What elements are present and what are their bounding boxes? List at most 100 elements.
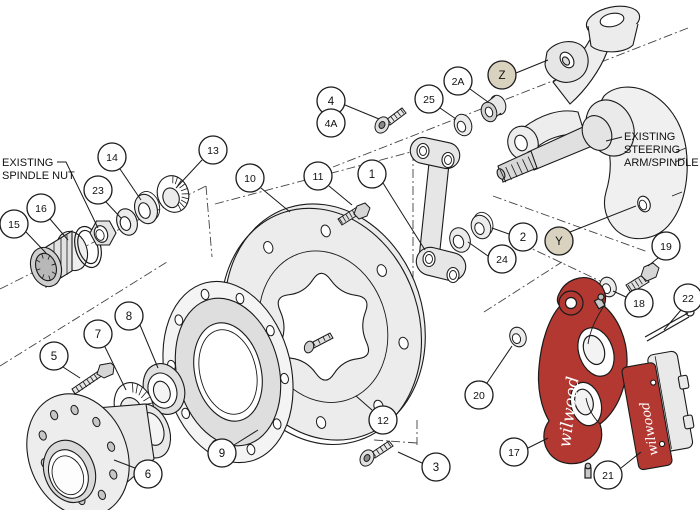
callout-9: 9 [207,429,259,468]
wheel-hub [26,393,172,510]
callout-number-3: 3 [433,462,439,474]
callout-circle-13 [198,135,228,165]
callout-number-18: 18 [633,298,645,310]
callout-leader-11 [328,185,353,206]
callout-circle-14 [97,142,127,172]
callout-leader-7 [104,346,127,391]
callout-circle-8 [114,301,144,331]
callout-5: 5 [39,341,81,379]
callout-Z: Z [487,59,549,90]
callout-16: 16 [26,193,69,241]
callout-leader-9 [233,429,259,446]
dust-cap [29,230,89,288]
callout-number-Y: Y [555,236,563,248]
spindle-nut-label-leader [57,161,99,229]
rotor-flathead-bolt-top [374,107,407,134]
callout-15: 15 [0,209,47,254]
callout-number-15: 15 [8,219,20,231]
callout-7: 7 [83,319,127,391]
callout-number-20: 20 [473,390,485,402]
steering-arm-spindle [496,5,688,240]
callout-leader-3 [397,451,423,464]
callout-circle-6 [133,459,163,489]
callout-2A: 2A [443,66,489,103]
callout-17: 17 [499,437,549,467]
bleed-screw-top [593,293,606,310]
callout-20: 20 [464,345,513,410]
callout-number-11: 11 [313,171,324,183]
register-stud [303,332,334,354]
callout-3: 3 [397,451,451,482]
brake-pads: wilwood [621,350,695,471]
callout-leader-24 [467,241,489,257]
callout-leader-8 [139,324,159,369]
callout-leader-18 [612,290,627,298]
arm-washer-25 [453,113,473,137]
label-existing-steering-line2: STEERING [624,144,680,156]
callout-number-1: 1 [369,169,375,181]
callout-leader-2 [491,227,510,235]
callout-number-2: 2 [520,232,526,244]
callout-circle-10 [235,163,265,193]
callout-leader-1 [382,182,426,251]
callout-22: 22 [663,283,700,331]
callout-25: 25 [414,84,457,120]
callout-leader-17 [527,437,549,449]
callout-leader-25 [439,107,457,120]
callout-circle-Y [544,226,574,256]
callout-circle-25 [414,84,444,114]
callout-number-4: 4 [328,96,335,108]
callout-23: 23 [83,175,122,219]
callout-circle-18 [624,288,654,318]
callout-number-9: 9 [219,448,225,460]
callout-leader-Y [569,205,637,233]
callout-number-5: 5 [51,351,57,363]
callout-24: 24 [467,241,517,274]
callout-leader-4 [344,104,380,120]
brake-caliper: wilwood [537,277,628,479]
callout-circle-9 [207,438,237,468]
callout-number-10: 10 [244,173,256,185]
callout-number-6: 6 [145,469,151,481]
outer-wheel-bearing [156,175,190,213]
hub-adapter-plate [162,280,294,464]
callout-leader-16 [49,218,69,241]
callout-number-14: 14 [106,152,118,164]
callout-circle-11 [303,161,333,191]
label-existing-steering-line3: ARM/SPINDLE [624,157,699,169]
callout-number-24: 24 [496,254,508,266]
callout-19: 19 [647,231,681,267]
caliper-bolt [625,262,660,294]
callout-circle-21 [593,460,623,490]
callout-leader-21 [620,451,642,469]
bleed-screw-bottom [584,462,592,479]
label-existing-spindle-nut-line2: SPINDLE NUT [2,170,75,182]
callout-4A: 4A [316,108,346,138]
caliper-bolt-washer-20 [509,326,527,348]
spindle-washer [134,191,161,225]
label-existing-steering-line1: EXISTING [624,131,675,143]
callout-Y: Y [544,205,637,256]
caliper-mount-bracket [409,136,467,284]
callout-13: 13 [175,135,228,189]
callout-circle-16 [26,193,56,223]
callout-number-7: 7 [95,329,101,341]
arm-spacer-2a [480,94,507,123]
callout-leader-Z [515,59,549,74]
callout-number-25: 25 [423,94,435,106]
callout-circle-19 [651,231,681,261]
callout-circle-2A [443,66,473,96]
callout-leader-5 [62,366,81,379]
callout-circle-17 [499,437,529,467]
spindle-nut [89,220,117,246]
steering-arm-label-leader [605,136,623,142]
callout-leader-14 [119,168,142,201]
callout-circle-24 [487,244,517,274]
callout-circle-15 [0,209,29,239]
callout-circle-12 [368,405,398,435]
callout-circle-4A [316,108,346,138]
cotter-pin [644,307,695,342]
callout-circle-7 [83,319,113,349]
callout-number-12: 12 [377,415,389,427]
